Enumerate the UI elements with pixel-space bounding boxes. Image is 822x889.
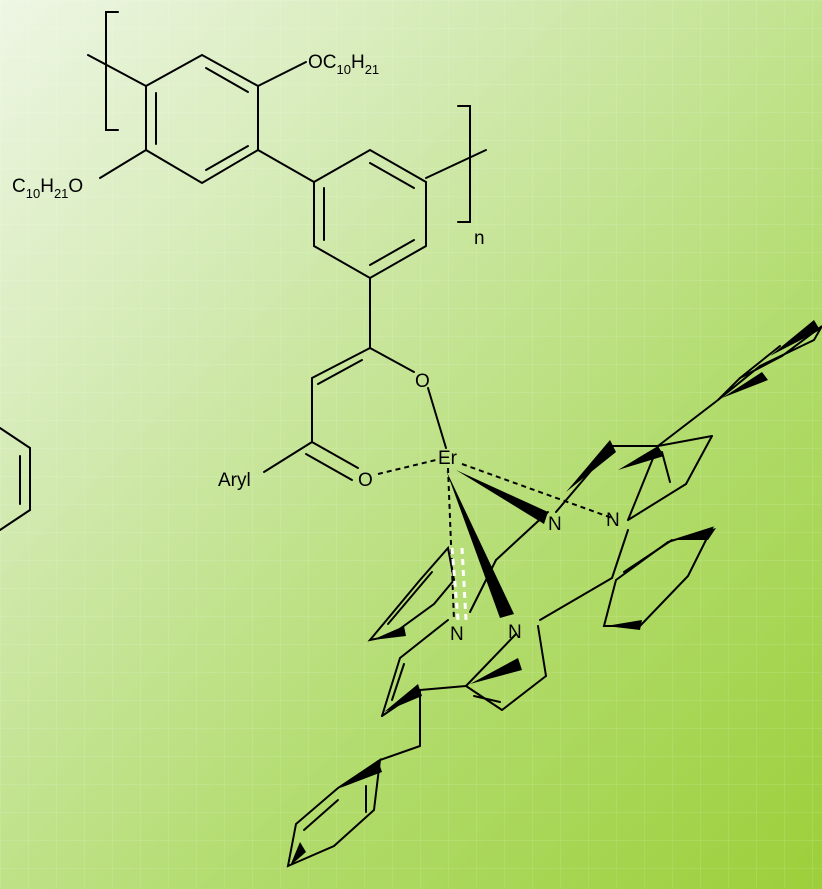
label-c10h21o-left: C10H21O	[12, 176, 83, 201]
bond-oc10-left	[99, 149, 147, 179]
ring-phenyl-right	[602, 526, 716, 630]
label-nitrogen-3: N	[450, 624, 464, 645]
ring-partial-left-edge	[0, 427, 31, 531]
label-oxygen-lower: O	[358, 470, 373, 491]
ring-central-phenyl	[313, 148, 427, 280]
left-chain-bond	[87, 54, 147, 87]
label-nitrogen-1: N	[548, 514, 562, 535]
bond-biaryl	[257, 149, 315, 183]
left-bracket	[105, 11, 119, 131]
ring-phenyl-left	[367, 545, 468, 642]
ligand-upper	[469, 399, 719, 621]
right-chain-bond	[425, 149, 487, 179]
label-oxygen-upper: O	[415, 371, 430, 392]
bond-oc10-top	[257, 61, 307, 87]
label-nitrogen-4: N	[508, 622, 522, 643]
ring-phenyl-bottom	[286, 757, 382, 868]
er-coordination	[446, 463, 613, 621]
label-erbium: Er	[438, 448, 458, 469]
diketonate-chelate	[263, 347, 447, 481]
ring-phenyl-top-right	[717, 320, 822, 401]
label-aryl: Aryl	[218, 470, 251, 491]
ring-dialkoxyphenyl	[145, 53, 259, 185]
right-bracket	[457, 105, 471, 223]
ligand-lower	[379, 619, 547, 761]
label-oc10h21-top: OC10H21	[308, 52, 379, 77]
label-repeat-n: n	[474, 228, 485, 249]
label-nitrogen-2: N	[606, 510, 620, 531]
